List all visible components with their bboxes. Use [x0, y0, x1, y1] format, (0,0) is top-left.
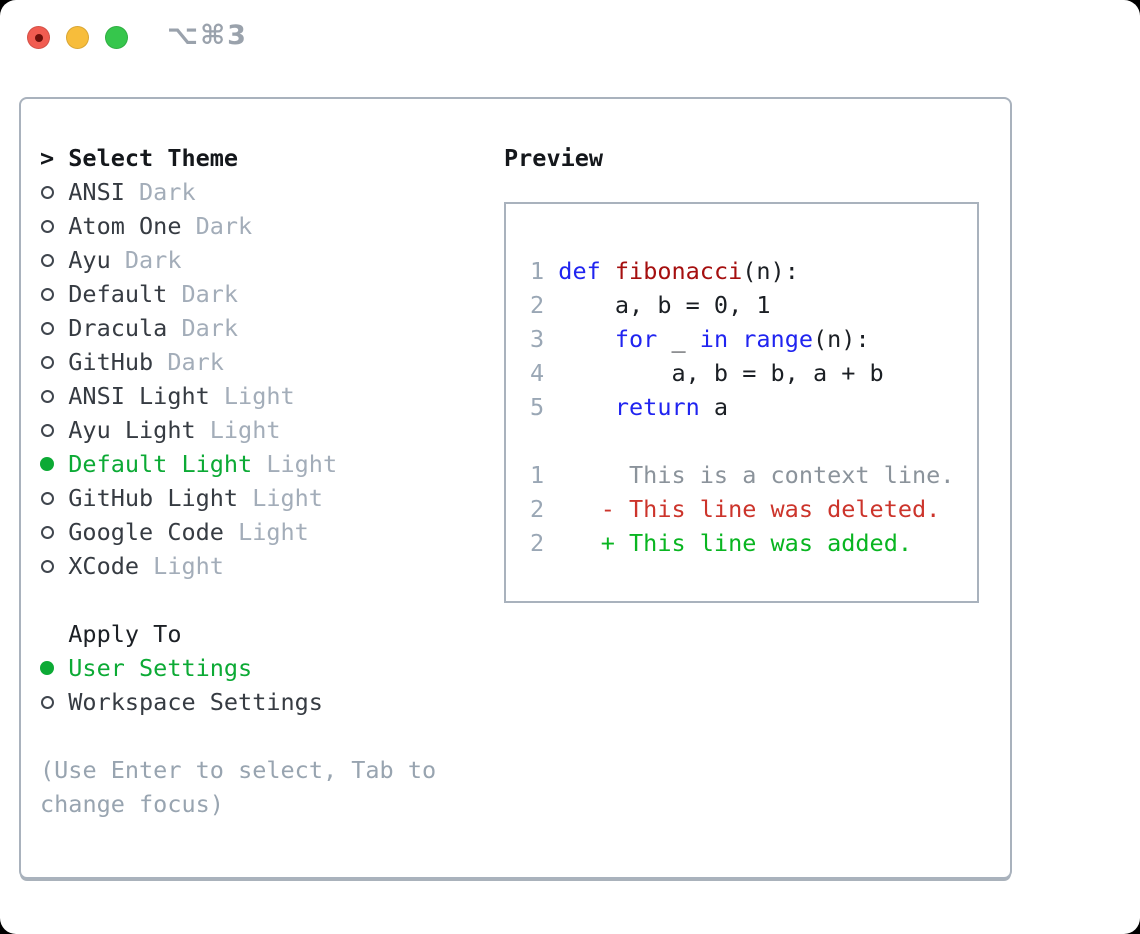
- option-label: Ayu Light: [68, 416, 196, 444]
- theme-variant-label: Dark: [181, 280, 239, 308]
- radio-icon: [40, 559, 54, 573]
- minimize-button[interactable]: [66, 26, 89, 49]
- option-label: Google Code: [68, 518, 224, 546]
- window-shortcut-label: ⌥⌘3: [167, 20, 248, 51]
- radio-selected-icon: [40, 457, 55, 471]
- theme-item-ansi[interactable]: ANSI Dark: [40, 175, 485, 209]
- theme-item-google-code[interactable]: Google Code Light: [40, 515, 485, 549]
- option-label: Default: [68, 280, 168, 308]
- apply-option-workspace-settings[interactable]: Workspace Settings: [40, 685, 485, 719]
- radio-icon: [40, 355, 54, 369]
- preview-line: 2 - This line was deleted.: [530, 495, 941, 523]
- radio-icon: [40, 491, 54, 505]
- radio-icon: [40, 389, 54, 403]
- option-label: ANSI Light: [68, 382, 210, 410]
- preview-line: 1 This is a context line.: [530, 461, 955, 489]
- theme-item-atom-one[interactable]: Atom One Dark: [40, 209, 485, 243]
- option-label: Atom One: [68, 212, 182, 240]
- theme-item-github[interactable]: GitHub Dark: [40, 345, 485, 379]
- theme-variant-label: Dark: [167, 348, 224, 376]
- theme-item-xcode[interactable]: XCode Light: [40, 549, 485, 583]
- select-theme-title: > Select Theme: [40, 141, 485, 175]
- preview-line: 4 a, b = b, a + b: [530, 359, 884, 387]
- theme-variant-label: Light: [223, 382, 295, 410]
- radio-icon: [40, 321, 54, 335]
- preview-line: [530, 424, 967, 458]
- radio-icon: [40, 287, 54, 301]
- preview-section: Preview 1 def fibonacci(n): 2 a, b = 0, 1…: [504, 141, 979, 603]
- preview-box: 1 def fibonacci(n): 2 a, b = 0, 1 3 for _ …: [504, 202, 979, 603]
- radio-icon: [40, 695, 54, 709]
- theme-variant-label: Dark: [124, 246, 182, 274]
- theme-item-default-light[interactable]: Default Light Light: [40, 447, 485, 481]
- preview-line: 1 def fibonacci(n):: [530, 257, 799, 285]
- hint-text: (Use Enter to select, Tab to change focu…: [40, 753, 485, 821]
- titlebar: ⌥⌘3: [0, 0, 1140, 76]
- hint-line-1: (Use Enter to select, Tab to: [40, 756, 437, 784]
- option-label: Default Light: [68, 450, 253, 478]
- radio-selected-icon: [40, 661, 55, 675]
- radio-icon: [40, 219, 54, 233]
- hint-line-2: change focus): [40, 790, 224, 818]
- preview-line: 2 a, b = 0, 1: [530, 291, 771, 319]
- preview-line: 3 for _ in range(n):: [530, 325, 870, 353]
- apply-to-title: Apply To: [40, 617, 485, 651]
- theme-variant-label: Light: [153, 552, 224, 580]
- preview-line: 5 return a: [530, 393, 729, 421]
- option-label: User Settings: [68, 654, 253, 682]
- zoom-button[interactable]: [105, 26, 128, 49]
- option-label: XCode: [68, 552, 140, 580]
- close-button[interactable]: [27, 26, 50, 49]
- radio-icon: [40, 253, 54, 267]
- unsaved-dot-icon: [34, 33, 43, 42]
- theme-variant-label: Light: [209, 416, 281, 444]
- theme-variant-label: Dark: [139, 178, 196, 206]
- prompt-icon: >: [40, 144, 55, 172]
- option-label: Dracula: [68, 314, 168, 342]
- radio-icon: [40, 423, 54, 437]
- option-label: Ayu: [68, 246, 111, 274]
- theme-item-dracula[interactable]: Dracula Dark: [40, 311, 485, 345]
- option-label: Workspace Settings: [68, 688, 323, 716]
- theme-item-default[interactable]: Default Dark: [40, 277, 485, 311]
- preview-title: Preview: [504, 144, 604, 172]
- theme-item-ayu[interactable]: Ayu Dark: [40, 243, 485, 277]
- theme-variant-label: Dark: [195, 212, 253, 240]
- theme-variant-label: Light: [266, 450, 338, 478]
- select-theme-label: Select Theme: [68, 144, 239, 172]
- option-label: GitHub Light: [68, 484, 239, 512]
- theme-variant-label: Dark: [181, 314, 239, 342]
- theme-item-ansi-light[interactable]: ANSI Light Light: [40, 379, 485, 413]
- radio-icon: [40, 185, 54, 199]
- radio-icon: [40, 525, 54, 539]
- theme-item-ayu-light[interactable]: Ayu Light Light: [40, 413, 485, 447]
- theme-variant-label: Light: [252, 484, 323, 512]
- apply-option-user-settings[interactable]: User Settings: [40, 651, 485, 685]
- theme-item-github-light[interactable]: GitHub Light Light: [40, 481, 485, 515]
- apply-to-label: Apply To: [68, 620, 182, 648]
- theme-variant-label: Light: [238, 518, 309, 546]
- option-label: ANSI: [68, 178, 125, 206]
- option-label: GitHub: [68, 348, 154, 376]
- preview-line: 2 + This line was added.: [530, 529, 913, 557]
